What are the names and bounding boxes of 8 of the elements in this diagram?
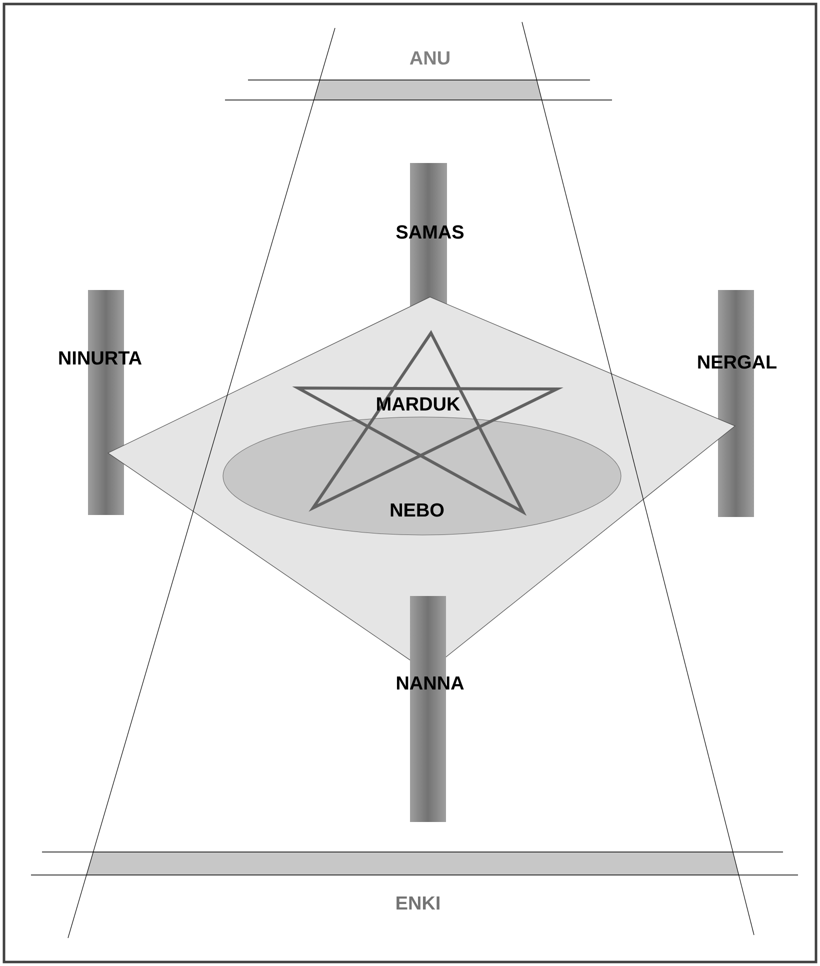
band-label: ANU: [410, 51, 450, 65]
band-label: ENKI: [396, 896, 440, 910]
band: [224, 80, 612, 100]
deity-label: NEBO: [390, 503, 444, 517]
deity-label: NINURTA: [59, 351, 142, 365]
deity-label: NERGAL: [698, 355, 777, 369]
band: [30, 852, 798, 876]
ellipse: [222, 416, 622, 536]
